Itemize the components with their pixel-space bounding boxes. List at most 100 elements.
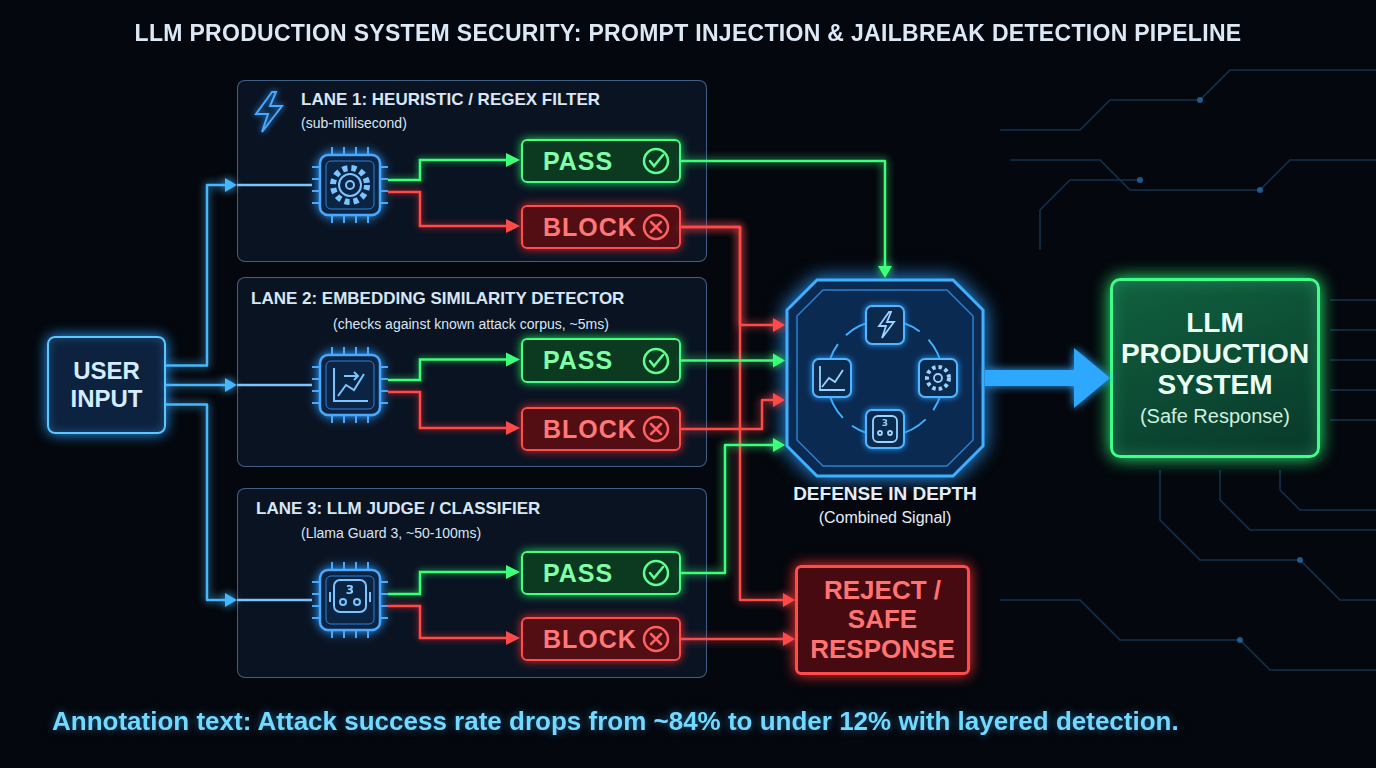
chip-symbol (312, 147, 388, 223)
check-icon (641, 146, 671, 176)
robot-ear (330, 592, 370, 602)
block-box: BLOCK (521, 205, 681, 249)
pass-lead (388, 160, 508, 180)
input-box: USER INPUT (47, 336, 166, 434)
pass-box: PASS (521, 551, 681, 595)
connector (681, 393, 785, 429)
reject-box: REJECT / SAFE RESPONSE (795, 565, 970, 675)
circuit-dot (1197, 97, 1203, 103)
arrow-head (773, 354, 785, 368)
block-lead (388, 392, 508, 428)
arrow-head (773, 318, 785, 332)
connector (681, 632, 795, 646)
icon-mark (650, 567, 663, 578)
chip-output-lines (388, 160, 508, 638)
arrow-head (506, 565, 520, 579)
hub-tile (919, 359, 957, 397)
connector-line (166, 185, 227, 365)
hub-tile (866, 410, 904, 448)
node-label: BLOCK (543, 619, 637, 659)
pass-lead (388, 572, 508, 594)
node-label: DEFENSE IN DEPTH (765, 483, 1005, 505)
octagon-outline (785, 278, 985, 478)
icon-mark (651, 222, 661, 232)
connector-line (681, 227, 775, 325)
connector-line (681, 638, 785, 641)
lane-subtitle: (sub-millisecond) (301, 115, 407, 131)
arrow-head (878, 266, 892, 278)
connector-line (681, 445, 775, 573)
connector-line (166, 405, 227, 600)
cross-icon (641, 414, 671, 444)
arrow-head (506, 421, 520, 435)
connector (166, 405, 237, 607)
arrow-head (773, 393, 785, 407)
connector (681, 438, 785, 573)
chip-glyphs (330, 168, 370, 612)
robot-eye (340, 599, 346, 605)
connector (681, 227, 795, 607)
connector (166, 378, 237, 392)
arrow-head (225, 378, 237, 392)
arrow-head (506, 153, 520, 167)
circuit-traces (1000, 70, 1376, 670)
connector-line (681, 227, 785, 600)
lane-panel: LANE 2: EMBEDDING SIMILARITY DETECTOR(ch… (237, 277, 707, 467)
icon-mark (650, 355, 663, 366)
lane-panel: LANE 1: HEURISTIC / REGEX FILTER(sub-mil… (237, 80, 707, 262)
connector (681, 161, 892, 278)
production-box: LLM PRODUCTION SYSTEM(Safe Response) (1110, 278, 1320, 458)
lightning-icon (256, 92, 282, 132)
lane-heading: LANE 3: LLM JUDGE / CLASSIFIER (256, 499, 540, 519)
icon-ring (644, 417, 668, 441)
circuit-trace (1040, 180, 1140, 250)
pass-box: PASS (521, 338, 681, 383)
node-label: PASS (543, 553, 613, 593)
arrow-head (783, 632, 795, 646)
diagram-caption: Annotation text: Attack success rate dro… (52, 706, 1179, 737)
arrow-head (506, 631, 520, 645)
gear-symbol (339, 174, 361, 196)
pass-lead (388, 360, 508, 381)
connector (681, 354, 785, 368)
node-label: BLOCK (543, 207, 637, 247)
arrow-head (506, 353, 520, 367)
block-box: BLOCK (521, 407, 681, 451)
icon-ring (644, 627, 668, 651)
check-icon (641, 558, 671, 588)
chart-axes (334, 368, 368, 401)
circuit-dot (1257, 187, 1263, 193)
circuit-dot (1237, 637, 1243, 643)
chip-symbol (312, 562, 388, 638)
arrow-head (225, 593, 237, 607)
icon-mark (651, 424, 661, 434)
connector-line (985, 370, 1081, 386)
chart-line (338, 374, 364, 396)
icon-ring (644, 149, 668, 173)
chip-icons (312, 147, 388, 638)
arrow-head (225, 178, 237, 192)
lane-heading: LANE 2: EMBEDDING SIMILARITY DETECTOR (251, 289, 624, 309)
robot-head (334, 580, 366, 612)
circuit-trace (1280, 470, 1376, 510)
gear-icon (934, 374, 942, 382)
arrow-head (506, 219, 520, 233)
chip-output-heads (506, 153, 520, 645)
hub-tile (813, 359, 851, 397)
connector-line (166, 384, 227, 387)
icon-ring (644, 215, 668, 239)
cross-icon (641, 624, 671, 654)
robot-eye (878, 431, 882, 435)
connector (985, 348, 1110, 408)
diagram-title: LLM PRODUCTION SYSTEM SECURITY: PROMPT I… (0, 20, 1376, 47)
node-label: PASS (543, 141, 613, 181)
circuit-dot (1297, 557, 1303, 563)
chart-arrow (344, 372, 358, 380)
arrow-head (783, 593, 795, 607)
arrow-head (773, 438, 785, 452)
icon-mark (651, 634, 661, 644)
hub-ring (827, 320, 943, 436)
hub-glyphs (820, 312, 949, 442)
chip-symbol (312, 347, 388, 423)
